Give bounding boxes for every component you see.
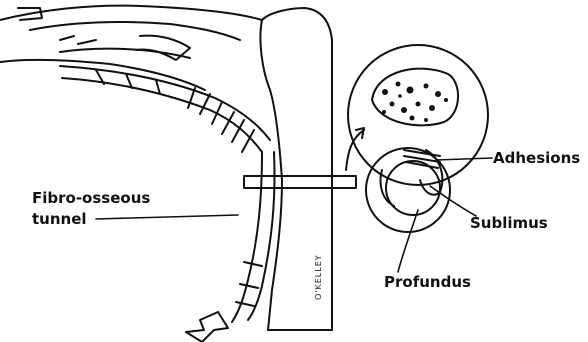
- label-fibro-osseous-line2: tunnel: [32, 210, 87, 229]
- label-profundus: Profundus: [384, 273, 471, 292]
- pull-arrow: [186, 312, 228, 342]
- flexor-tendon: [60, 66, 270, 152]
- finger-upper-segment: [0, 6, 262, 90]
- artist-signature: O'KELLEY: [314, 254, 323, 300]
- label-fibro-osseous-line1: Fibro-osseous: [32, 189, 150, 208]
- flexor-tendon-lower: [232, 152, 275, 322]
- label-adhesions: Adhesions: [493, 149, 580, 168]
- label-sublimus: Sublimus: [470, 214, 548, 233]
- cross-section: [346, 45, 488, 232]
- bone-marrow-texture: [382, 82, 448, 123]
